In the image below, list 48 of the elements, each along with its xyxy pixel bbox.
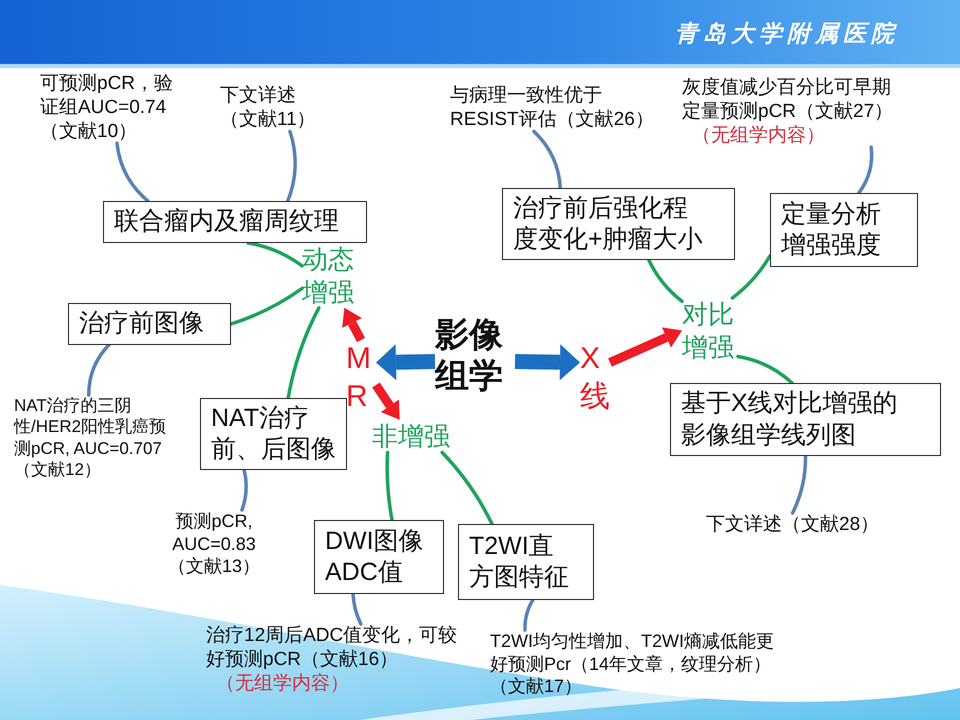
connector-line (246, 241, 304, 268)
leader-line (532, 130, 562, 190)
block-arrow (514, 344, 580, 380)
central-topic: 影像组学 (435, 315, 515, 397)
concept-box: 基于X线对比增强的影像组学线列图 (670, 383, 941, 456)
category-label: 非增强 (372, 420, 450, 452)
arrow (608, 327, 682, 367)
leader-line (240, 468, 248, 512)
note-text: （无组学内容） (692, 124, 825, 148)
connector-line (730, 254, 772, 300)
concept-box: 联合瘤内及瘤周纹理 (103, 201, 367, 243)
leader-line (523, 598, 535, 632)
leader-line (857, 146, 874, 195)
annotation-text: 与病理一致性优于RESIST评估（文献26） (450, 84, 660, 132)
modality-label: X线 (580, 340, 610, 415)
note-text: （无组学内容） (216, 672, 349, 696)
leader-line (790, 454, 808, 515)
connector-line (647, 258, 684, 304)
leader-line (351, 592, 363, 626)
concept-box: T2WI直方图特征 (458, 524, 594, 600)
annotation-text: 可预测pCR，验证组AUC=0.74（文献10） (40, 72, 188, 144)
concept-box: 定量分析增强强度 (770, 193, 918, 267)
leader-line (115, 142, 150, 203)
connector-line (229, 286, 304, 326)
connector-line (385, 450, 394, 522)
concept-box: DWI图像ADC值 (314, 520, 444, 594)
connector-line (440, 450, 494, 526)
header-text: 青岛大学附属医院 (675, 20, 899, 48)
concept-box: 治疗前后强化程度变化+肿瘤大小 (502, 188, 735, 260)
annotation-text: 预测pCR, AUC=0.83（文献13） (158, 510, 270, 578)
annotation-text: 下文详述（文献28） (706, 513, 880, 537)
category-label: 对比增强 (682, 298, 738, 363)
leader-line (286, 130, 297, 203)
category-label: 动态增强 (302, 243, 358, 308)
leader-line (86, 343, 111, 397)
connector-line (286, 306, 321, 400)
concept-box: NAT治疗前、后图像 (200, 398, 347, 470)
arrow (372, 382, 400, 420)
arrow (342, 308, 365, 342)
annotation-text: 下文详述（文献11） (220, 84, 320, 132)
block-arrow (376, 344, 436, 380)
annotation-text: NAT治疗的三阴性/HER2阳性乳癌预测pCR, AUC=0.707（文献12） (14, 395, 180, 480)
annotation-text: 治疗12周后ADC值变化，可较好预测pCR（文献16） (206, 624, 458, 672)
concept-box: 治疗前图像 (68, 303, 231, 345)
annotation-text: T2WI均匀性增加、T2WI熵减低能更好预测Pcr（14年文章，纹理分析）（文献17） (490, 630, 782, 698)
modality-label: MR (346, 340, 376, 415)
annotation-text: 灰度值减少百分比可早期定量预测pCR（文献27） (682, 76, 894, 124)
connector-line (736, 354, 794, 385)
